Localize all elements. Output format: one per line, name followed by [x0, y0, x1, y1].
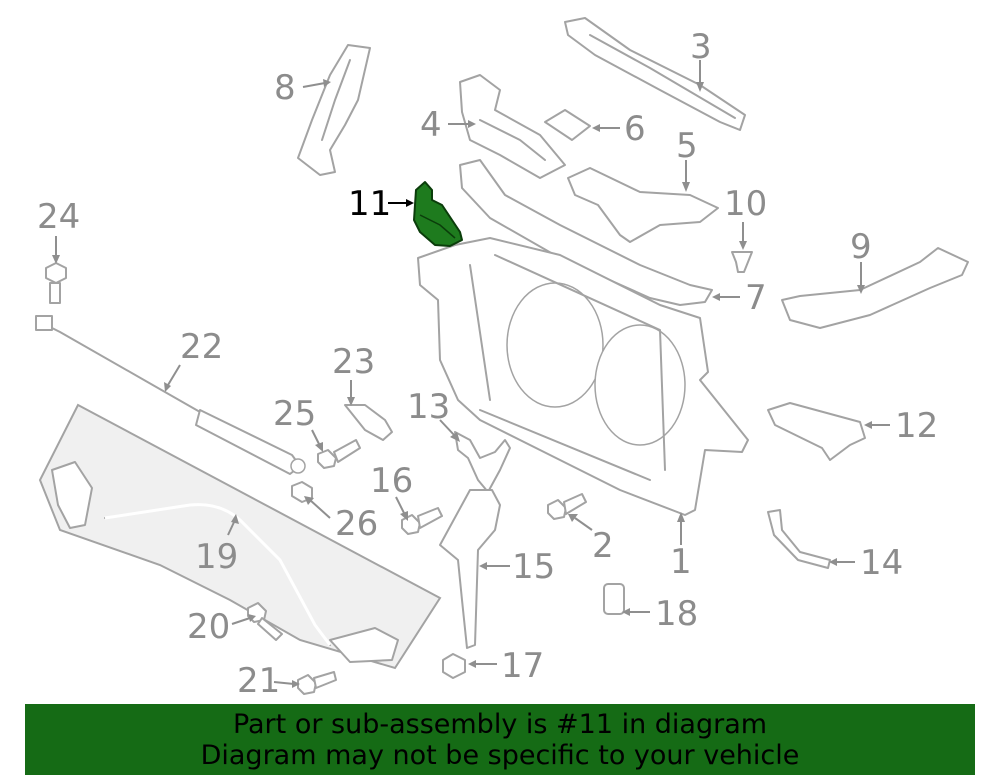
callout-21: 21 — [237, 661, 280, 700]
banner-line-2: Diagram may not be specific to your vehi… — [200, 739, 800, 771]
callout-16: 16 — [370, 461, 413, 501]
callout-6: 6 — [624, 109, 646, 149]
part-17-nut — [442, 653, 466, 679]
part-9-member — [781, 247, 969, 329]
callout-4: 4 — [420, 105, 442, 145]
part-3-bar — [564, 17, 746, 131]
part-11-highlight-detail — [419, 214, 456, 239]
part-22-end — [290, 458, 306, 474]
callout-14: 14 — [860, 543, 903, 583]
exploded-parts-diagram: 1 2 3 4 5 6 7 8 9 10 11 12 13 14 15 16 1… — [35, 17, 969, 700]
callout-20: 20 — [187, 607, 230, 647]
callout-10: 10 — [724, 184, 767, 224]
part-18-clip — [603, 583, 625, 615]
callout-1: 1 — [670, 542, 692, 582]
callout-7: 7 — [745, 278, 767, 318]
callout-8: 8 — [274, 68, 296, 108]
part-4-detail — [479, 119, 546, 161]
callout-5: 5 — [676, 126, 698, 166]
callout-22: 22 — [180, 327, 223, 367]
callout-15: 15 — [512, 547, 555, 587]
callout-19: 19 — [195, 537, 238, 577]
callout-11: 11 — [348, 184, 391, 224]
part-5-bracket — [567, 167, 719, 243]
info-banner: Part or sub-assembly is #11 in diagram D… — [25, 704, 975, 775]
part-1-frame-detail — [469, 254, 666, 481]
callout-2: 2 — [592, 526, 614, 566]
part-1-fan-opening-left — [506, 282, 604, 408]
callout-24: 24 — [37, 197, 80, 237]
callout-3: 3 — [690, 27, 712, 67]
part-16-bolt — [401, 507, 443, 535]
part-13-bracket — [454, 431, 511, 493]
part-15-bracket — [439, 489, 501, 649]
part-22-end-clip — [35, 315, 53, 331]
part-22-rod — [39, 321, 201, 413]
callouts: 1 2 3 4 5 6 7 8 9 10 11 12 13 14 15 16 1… — [37, 27, 938, 700]
part-4-bracket — [459, 74, 566, 179]
callout-12: 12 — [895, 406, 938, 446]
part-11-highlighted — [413, 181, 463, 247]
part-7-upper-bar — [459, 159, 713, 306]
part-8-detail — [321, 59, 351, 141]
callout-23: 23 — [332, 342, 375, 382]
splash-shield-bracket-right — [329, 627, 399, 663]
part-19-tube-inner — [104, 503, 332, 646]
callout-18: 18 — [655, 594, 698, 634]
part-2-bolt — [547, 493, 587, 520]
part-1-fan-opening-right — [594, 324, 686, 446]
callout-13: 13 — [407, 387, 450, 427]
part-14-bracket — [767, 509, 831, 569]
leaders — [52, 60, 890, 688]
part-10-clip — [731, 251, 753, 273]
callout-25: 25 — [273, 394, 316, 434]
callout-26: 26 — [335, 504, 378, 544]
part-25-bolt — [317, 439, 361, 469]
part-24-bolt — [45, 262, 67, 304]
splash-shield-bracket-left — [51, 461, 93, 529]
part-21-bolt — [297, 671, 337, 695]
part-6-plate — [544, 109, 591, 141]
part-8-bracket — [297, 44, 371, 176]
banner-line-1: Part or sub-assembly is #11 in diagram — [232, 708, 768, 740]
callout-17: 17 — [501, 646, 544, 686]
part-3-detail — [589, 34, 736, 119]
part-23-latch — [344, 404, 393, 441]
callout-9: 9 — [850, 227, 872, 267]
splash-shield-region — [38, 403, 442, 670]
part-20-bolt — [247, 602, 283, 641]
part-12-bracket — [767, 402, 866, 461]
